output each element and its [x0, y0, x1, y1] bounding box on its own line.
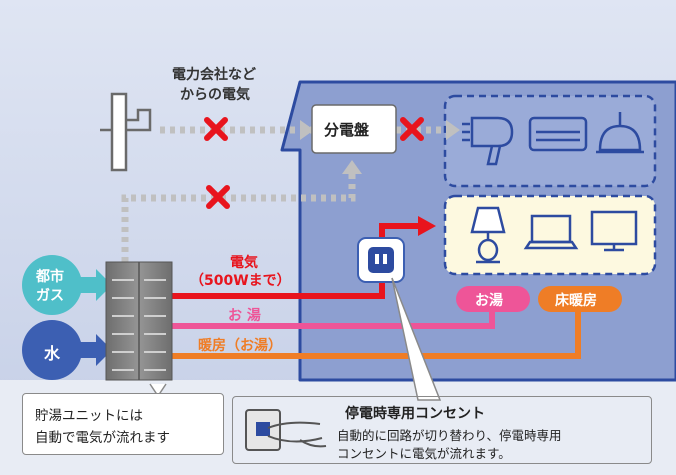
outlet-note-desc-line1: 自動的に回路が切り替わり、停電時専用	[337, 428, 562, 443]
table-lamp-icon	[470, 206, 506, 264]
unit-note-line1: 貯湯ユニットには	[35, 408, 143, 424]
electricity-flow-label-line1: 電気	[230, 255, 258, 271]
water-inlet-circle	[22, 320, 82, 380]
hot-water-storage-unit	[105, 261, 173, 381]
power-outlet-icon	[357, 237, 405, 283]
power-source-label-line2: からの電気	[180, 87, 250, 103]
distribution-board-box	[311, 104, 397, 154]
blocked-x-icon	[400, 117, 424, 141]
water-label: 水	[44, 344, 61, 363]
floor-heating-output-tag: 床暖房	[555, 293, 597, 309]
distribution-board-label: 分電盤	[324, 121, 370, 139]
outlet-note-title: 停電時専用コンセント	[345, 406, 485, 422]
gas-inlet-arrow	[80, 269, 112, 301]
blocked-x-icon	[206, 185, 230, 209]
grid-power-arrowhead	[300, 120, 314, 140]
outlet-note-callout: 停電時専用コンセント 自動的に回路が切り替わり、停電時専用 コンセントに電気が流…	[232, 396, 652, 464]
heating-flow-label: 暖房（お湯）	[198, 338, 282, 354]
gas-label-line2: ガス	[36, 288, 64, 304]
outlet-note-desc-line2: コンセントに電気が流れます。	[337, 446, 511, 461]
electricity-flow-label-line2: （500Wまで）	[190, 273, 291, 289]
unit-to-board-arrowhead	[342, 160, 362, 174]
unit-to-board-path	[121, 172, 356, 262]
gas-inlet-circle	[22, 255, 82, 315]
utility-pole-icon	[100, 92, 152, 172]
water-inlet-arrow	[80, 334, 112, 366]
laptop-icon	[523, 214, 579, 250]
outlet-callout-pointer	[391, 277, 442, 401]
hot-water-output-tag: お湯	[475, 293, 503, 309]
floor-heating-tag-bg	[538, 286, 622, 312]
ceiling-light-icon	[596, 112, 644, 154]
hot-water-tag-bg	[456, 286, 530, 312]
hot-water-flow-label: お 湯	[228, 308, 261, 324]
gas-label-line1: 都市	[36, 269, 64, 285]
blocked-x-icon	[204, 117, 228, 141]
power-source-label-line1: 電力会社など	[172, 67, 256, 83]
heating-flow-line	[172, 304, 581, 359]
tv-monitor-icon	[590, 210, 638, 252]
hand-plug-icon	[245, 409, 327, 451]
unit-note-line2: 自動で電気が流れます	[35, 430, 170, 446]
hair-dryer-icon	[462, 116, 514, 166]
unit-note-callout: 貯湯ユニットには 自動で電気が流れます	[22, 393, 224, 455]
electricity-flow-arrowhead	[418, 216, 436, 236]
air-conditioner-icon	[528, 116, 588, 152]
board-to-blocked-arrowhead	[446, 120, 460, 140]
